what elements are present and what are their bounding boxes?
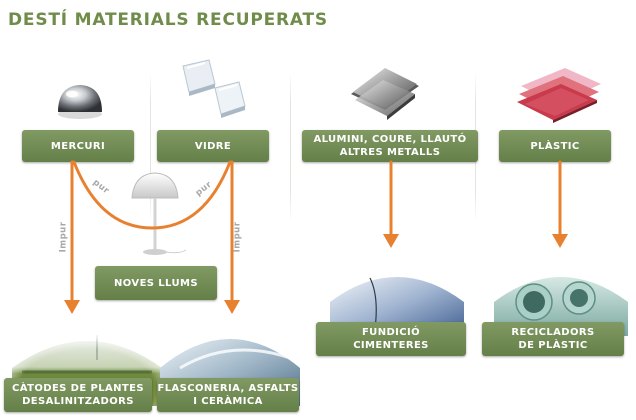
column-divider bbox=[290, 72, 291, 222]
dest-box-fundicio: FUNDICIÓ CIMENTERES bbox=[316, 322, 466, 356]
lamp-icon bbox=[120, 168, 190, 258]
glass-icon bbox=[175, 58, 255, 123]
impur-right-label: Impur bbox=[232, 221, 243, 253]
arrowhead-right bbox=[224, 300, 240, 314]
impur-left-label: Impur bbox=[58, 221, 69, 253]
source-box-metalls: ALUMINI, COURE, LLAUTÓ ALTRES METALLS bbox=[302, 130, 478, 162]
page-title: DESTÍ MATERIALS RECUPERATS bbox=[8, 10, 328, 30]
source-box-vidre: VIDRE bbox=[157, 130, 269, 162]
arrowhead-left bbox=[64, 300, 80, 314]
dest-box-recicladors: RECICLADORS DE PLÀSTIC bbox=[482, 322, 624, 356]
source-box-mercuri: MERCURI bbox=[22, 130, 134, 162]
plastic-pipe-photo bbox=[494, 258, 628, 336]
source-box-plastic: PLÀSTIC bbox=[499, 130, 611, 162]
pur-arc bbox=[72, 160, 232, 230]
arrowhead-metalls bbox=[383, 234, 399, 248]
metal-sheets-icon bbox=[345, 64, 425, 124]
plastic-sheets-icon bbox=[515, 64, 605, 124]
dest-box-catodes: CÀTODES DE PLANTES DESALINITZADORS bbox=[4, 378, 152, 412]
dest-box-flasconeria: FLASCONERIA, ASFALTS I CERÀMICA bbox=[157, 378, 299, 412]
column-divider bbox=[150, 72, 151, 222]
mercury-drop-icon bbox=[50, 72, 110, 122]
dest-box-noves-llums: NOVES LLUMS bbox=[95, 266, 217, 300]
arrowhead-plastic bbox=[552, 234, 568, 248]
